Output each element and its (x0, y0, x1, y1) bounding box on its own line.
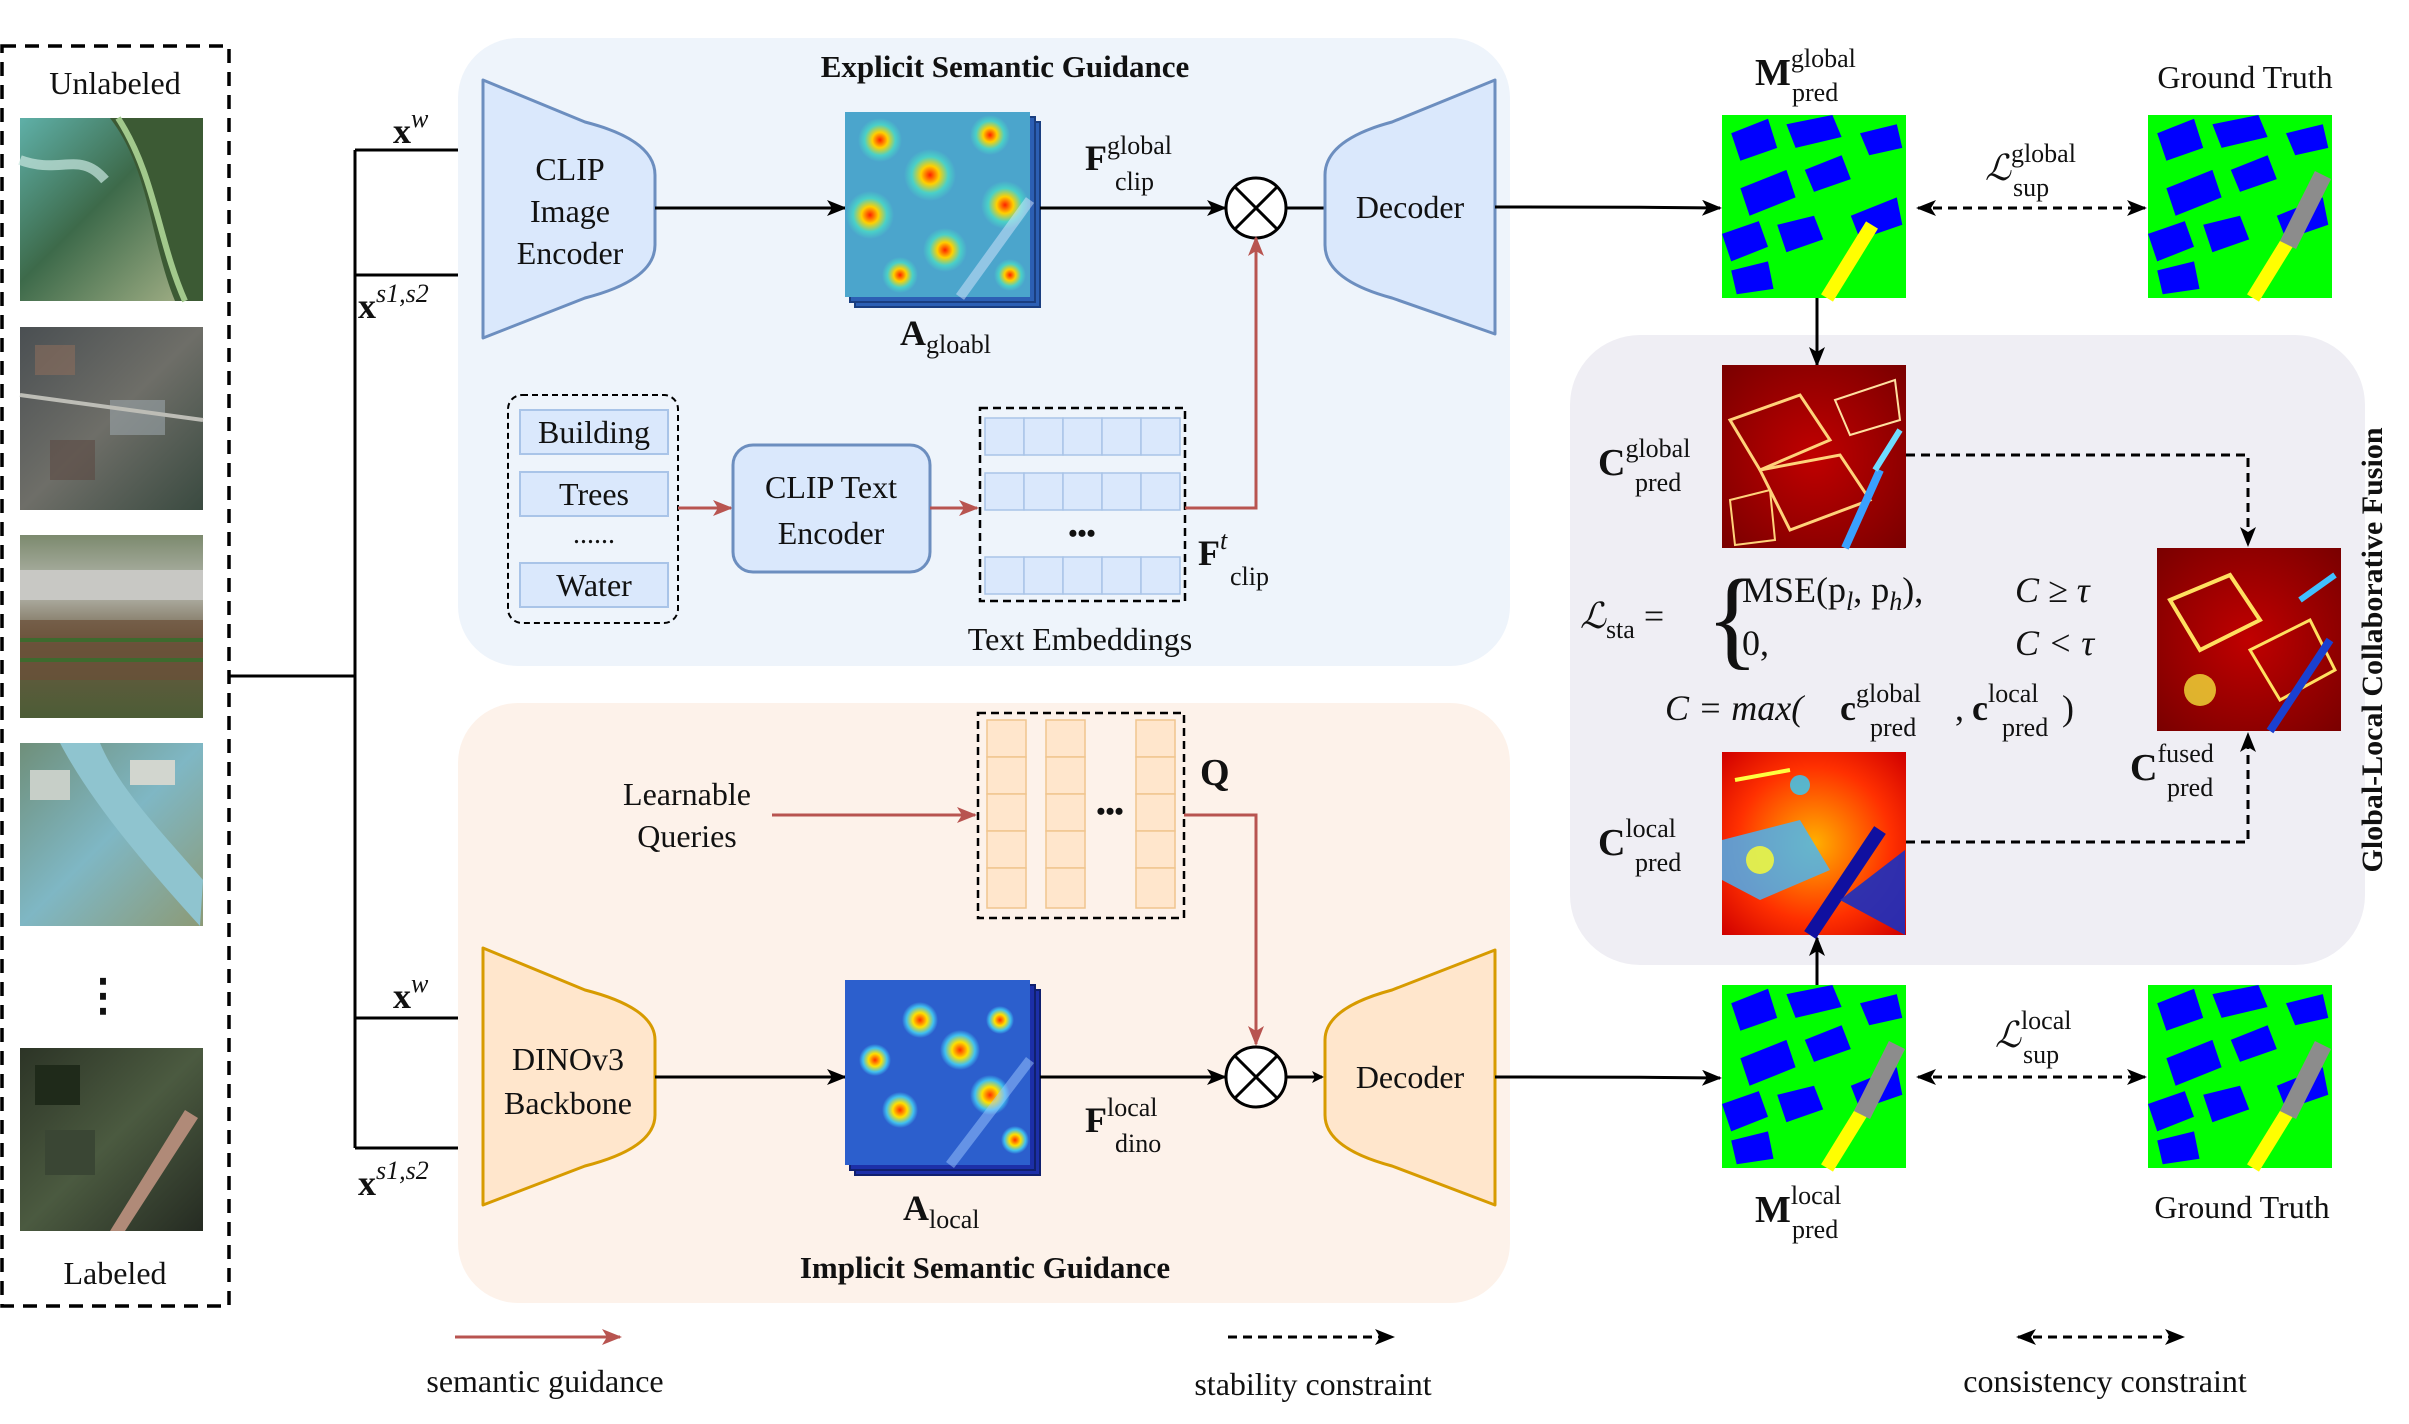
q-label: Q (1200, 752, 1230, 794)
case2-condition: C < τ (2015, 623, 2095, 663)
fusion-title: Global-Local Collaborative Fusion (2356, 427, 2389, 872)
attention-map-global (845, 112, 1041, 308)
input-panel: Unlabeled ⋮ (0, 44, 231, 1308)
ground-truth-bottom-label: Ground Truth (2154, 1189, 2329, 1225)
svg-text:DINOv3: DINOv3 (512, 1041, 624, 1077)
class-ellipsis: ...... (573, 519, 615, 550)
queries-dots: ••• (1096, 797, 1123, 826)
arrow-decoder-to-m-global (1494, 199, 1722, 216)
fusion-panel: Global-Local Collaborative Fusion Cgloba… (1570, 298, 2389, 985)
sat-image-2 (19, 327, 204, 510)
xs-bottom-label: xs1,s2 (358, 1156, 429, 1203)
stability-arrow-global-to-fused (1906, 453, 2256, 547)
ellipsis-vertical: ⋮ (81, 971, 125, 1020)
brace: { (1706, 557, 1759, 679)
case1-formula: MSE(pl, ph), (1742, 570, 1923, 616)
svg-text:Encoder: Encoder (517, 235, 624, 271)
svg-text:semantic guidance: semantic guidance (426, 1363, 663, 1399)
dinov3-backbone: DINOv3 Backbone (481, 946, 657, 1207)
multiply-global (1224, 176, 1288, 240)
explicit-guidance-panel: Explicit Semantic Guidance CLIP Image En… (458, 38, 1510, 666)
arrow-decoder-to-m-local (1494, 1069, 1722, 1086)
explicit-title: Explicit Semantic Guidance (821, 49, 1190, 84)
case1-condition: C ≥ τ (2015, 570, 2091, 610)
class-trees: Trees (559, 476, 629, 512)
ground-truth-top-label: Ground Truth (2157, 59, 2332, 95)
segmentation-pred-local (1722, 985, 1906, 1172)
svg-text:stability constraint: stability constraint (1194, 1366, 1431, 1402)
labeled-label: Labeled (63, 1255, 166, 1291)
clip-image-encoder: CLIP Image Encoder (481, 78, 657, 340)
case2-formula: 0, (1742, 623, 1769, 663)
red-arrow-embeddings-to-mult (1185, 236, 1264, 510)
confidence-map-local (1722, 752, 1906, 939)
c-max-end: ) (2062, 688, 2074, 728)
legend: semantic guidance stability constraint c… (426, 1329, 2247, 1402)
legend-stability: stability constraint (1194, 1329, 1432, 1402)
class-water: Water (556, 567, 632, 603)
xw-bottom-label: xw (393, 969, 429, 1016)
svg-text:CLIP: CLIP (535, 151, 604, 187)
red-arrow-queries-to-mult (1184, 813, 1264, 1046)
c-max-start: C = max( (1665, 688, 1805, 728)
c-max-sep: , (1955, 688, 1964, 728)
ground-truth-bottom (2148, 985, 2332, 1172)
text-embeddings: ••• (978, 406, 1187, 603)
segmentation-pred-global (1722, 115, 1906, 302)
legend-consistency: consistency constraint (1963, 1329, 2247, 1399)
svg-text:Backbone: Backbone (504, 1085, 632, 1121)
class-building: Building (538, 414, 650, 450)
svg-text:Decoder: Decoder (1356, 189, 1465, 225)
implicit-guidance-panel: Implicit Semantic Guidance Learnable Que… (458, 703, 1510, 1303)
confidence-map-global (1722, 365, 1906, 550)
attention-map-local (845, 980, 1041, 1176)
learnable-queries-line1: Learnable (623, 776, 751, 812)
multiply-local (1224, 1045, 1288, 1109)
ground-truth-top (2148, 115, 2332, 302)
confidence-map-fused (2157, 548, 2341, 734)
sat-image-4 (20, 743, 203, 926)
stability-loss-formula: ℒsta = { MSE(pl, ph), C ≥ τ 0, C < τ (1580, 557, 2095, 679)
embeddings-dots: ••• (1068, 519, 1095, 548)
learnable-queries-grid: ••• (976, 711, 1186, 920)
decoder-global: Decoder (1323, 78, 1497, 336)
legend-semantic: semantic guidance (426, 1329, 664, 1399)
svg-text:Image: Image (530, 193, 610, 229)
svg-text:Decoder: Decoder (1356, 1059, 1465, 1095)
learnable-queries-line2: Queries (637, 818, 737, 854)
decoder-local: Decoder (1323, 948, 1497, 1207)
svg-text:Encoder: Encoder (778, 515, 885, 551)
text-embeddings-label: Text Embeddings (968, 621, 1192, 657)
sat-image-1 (18, 116, 203, 303)
xw-top-label: xw (393, 104, 429, 151)
sat-image-5 (20, 1048, 203, 1231)
clip-text-encoder: CLIP Text Encoder (731, 443, 932, 574)
svg-text:CLIP Text: CLIP Text (765, 469, 897, 505)
class-list: Building Trees ...... Water (507, 394, 679, 624)
xs-top-label: xs1,s2 (358, 279, 429, 326)
implicit-title: Implicit Semantic Guidance (800, 1250, 1170, 1285)
unlabeled-label: Unlabeled (49, 65, 181, 101)
input-labels: xw xs1,s2 xw xs1,s2 (358, 104, 429, 1203)
input-connectors (229, 144, 482, 1154)
svg-text:consistency constraint: consistency constraint (1963, 1363, 2247, 1399)
stability-arrow-local-to-fused (1906, 732, 2256, 844)
sat-image-3 (20, 535, 203, 718)
